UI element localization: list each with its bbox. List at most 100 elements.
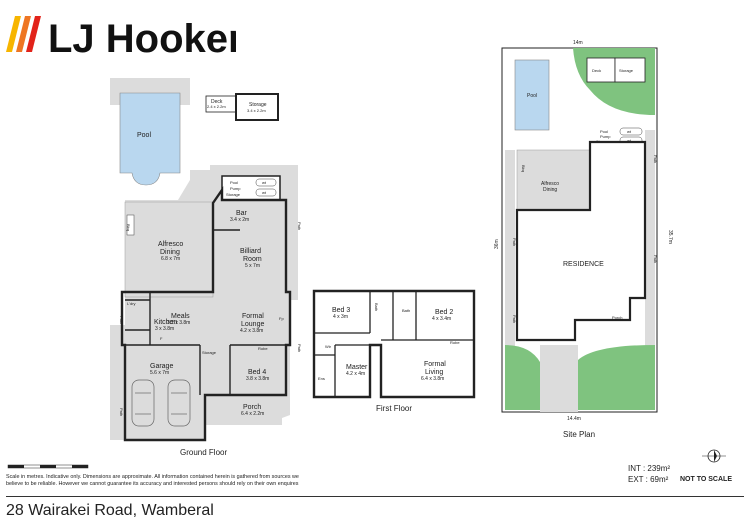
ff-formal-living-label: Formal	[424, 361, 446, 368]
gf-formal-lounge-label: Formal	[242, 313, 264, 320]
floor-plans: Pool Deck 2.4 x 2.2m Storage 3.4 x 2.2m …	[7, 40, 673, 469]
ff-bath-2-label: Bath	[374, 303, 379, 311]
site-driveway	[540, 345, 578, 412]
site-plan: Pool Deck Storage Pool Pump Storage wt w…	[494, 40, 673, 439]
gf-pool-label: Pool	[137, 132, 151, 139]
site-wt-2-label: wt	[627, 138, 632, 143]
site-path-label-1: Path	[512, 238, 517, 246]
gf-pool-pump-2: Pump	[230, 186, 241, 191]
site-right-dim: 35.7m	[667, 230, 673, 244]
ff-formal-living-label-2: Living	[425, 369, 443, 376]
gf-bar-label: Bar	[236, 210, 248, 217]
scale-bar	[7, 464, 89, 469]
site-residence	[515, 140, 647, 342]
site-deck	[586, 57, 616, 83]
gf-path-label-3: Path	[119, 316, 124, 324]
ff-master-label: Master	[346, 364, 368, 371]
gf-storage-small-label: Storage	[202, 350, 217, 355]
gf-bed4-label: Bed 4	[248, 369, 266, 376]
gf-kitchen-label: Kitchen	[154, 319, 177, 326]
site-alfresco	[516, 149, 591, 211]
gf-fridge-label: F	[160, 336, 163, 341]
gf-path-label-1: Path	[297, 222, 302, 230]
gf-garage-size: 5.6 x 7m	[150, 370, 169, 376]
site-wt-1	[619, 127, 643, 136]
site-storage-label: Storage	[619, 68, 634, 73]
gf-billiard-size: 5 x 7m	[245, 263, 260, 269]
ground-floor-plan: Pool Deck 2.4 x 2.2m Storage 3.4 x 2.2m …	[110, 78, 302, 457]
gf-robe-label: Robe	[258, 346, 268, 351]
gf-storage-label: Storage	[249, 102, 267, 108]
gf-house-outline	[120, 186, 292, 442]
gf-wt-2: wt	[262, 190, 267, 195]
ff-master-size: 4.2 x 4m	[346, 371, 365, 377]
site-bbq-label: Bbq	[521, 165, 526, 172]
gf-pool-pump-3: Storage	[226, 192, 241, 197]
gf-bbq	[126, 214, 135, 236]
pool	[119, 92, 181, 186]
gf-laundry-label: L'dry	[127, 301, 136, 306]
car-icon	[131, 379, 191, 427]
ff-wir-label: Wir	[325, 344, 332, 349]
gf-deck-label: Deck	[211, 99, 223, 105]
gf-bbq-label: Bbq	[126, 224, 131, 231]
ff-bath-1-label: Bath	[402, 308, 410, 313]
site-alfresco-label: Alfresco	[541, 181, 559, 187]
gf-formal-lounge-size: 4.2 x 3.8m	[240, 328, 263, 334]
gf-alfresco	[124, 201, 214, 298]
ff-bed3-size: 4 x 3m	[333, 314, 348, 320]
site-deck-label: Deck	[592, 68, 601, 73]
footer-divider	[6, 496, 744, 497]
gf-garage-label: Garage	[150, 363, 173, 370]
ff-bed3-label: Bed 3	[332, 307, 350, 314]
ff-bed2-label: Bed 2	[435, 309, 453, 316]
site-lawn-bottom-right	[578, 345, 655, 410]
north-compass-icon	[702, 449, 726, 463]
site-pool-pump-1: Pool	[600, 129, 608, 134]
gf-meals-size: 3.2 x 3.8m	[167, 320, 190, 326]
site-porch-label: Porch	[612, 315, 622, 320]
site-storage	[614, 57, 646, 83]
site-wt-1-label: wt	[627, 129, 632, 134]
property-address: 28 Wairakei Road, Wamberal	[6, 502, 214, 519]
site-pool-label: Pool	[527, 93, 537, 99]
ground-floor-title: Ground Floor	[180, 448, 227, 457]
gf-deck-size: 2.4 x 2.2m	[207, 104, 226, 109]
ff-bed2-size: 4 x 3.4m	[432, 316, 451, 322]
lj-hooker-logo: LJ Hooker	[6, 16, 236, 60]
site-lawn-bottom-left	[505, 345, 540, 410]
gf-alfresco-label: Alfresco	[158, 241, 183, 248]
gf-billiard-label-2: Room	[243, 256, 262, 263]
site-path-label-3: Path	[653, 155, 658, 163]
gf-wt-1: wt	[262, 180, 267, 185]
not-to-scale-note: NOT TO SCALE	[680, 476, 732, 483]
site-pool-pump-2: Pump	[600, 134, 611, 139]
gf-bed4-size: 3.8 x 3.8m	[246, 376, 269, 382]
site-alfresco-label-2: Dining	[543, 187, 557, 193]
logo-wordmark: LJ Hooker	[48, 17, 236, 60]
gf-water-tank-1	[255, 178, 277, 187]
disclaimer: Scale in metres. Indicative only. Dimens…	[6, 474, 446, 488]
gf-formal-lounge-label-2: Lounge	[241, 321, 264, 328]
area-stats: INT : 239m² EXT : 69m² NOT TO SCALE	[592, 460, 742, 500]
ff-formal-living-size: 6.4 x 3.8m	[421, 376, 444, 382]
gf-pool-pump-1: Pool	[230, 180, 238, 185]
site-residence-label: RESIDENCE	[563, 261, 604, 268]
disclaimer-line-1: Scale in metres. Indicative only. Dimens…	[6, 474, 299, 480]
gf-path-label-4: Path	[119, 408, 124, 416]
gf-fireplace-label: Fp	[279, 316, 284, 321]
gf-bar-size: 3.4 x 2m	[230, 217, 249, 223]
gf-porch-size: 6.4 x 2.2m	[241, 411, 264, 417]
site-pool	[514, 59, 550, 131]
logo-stripes-icon	[6, 16, 41, 52]
gf-storage	[235, 93, 279, 121]
ff-ens-label: Ens	[318, 376, 325, 381]
external-area: EXT : 69m²	[628, 475, 669, 484]
gf-billiard-label: Billiard	[240, 248, 261, 255]
gf-porch-label: Porch	[243, 404, 261, 411]
site-path-right	[645, 130, 655, 410]
site-bottom-dim: 14.4m	[567, 416, 581, 422]
ff-robe-label: Robe	[450, 340, 460, 345]
site-path-label-4: Path	[653, 255, 658, 263]
first-floor-plan: Bed 3 4 x 3m Bed 2 4 x 3.4m Bath Bath Wi…	[312, 289, 476, 413]
